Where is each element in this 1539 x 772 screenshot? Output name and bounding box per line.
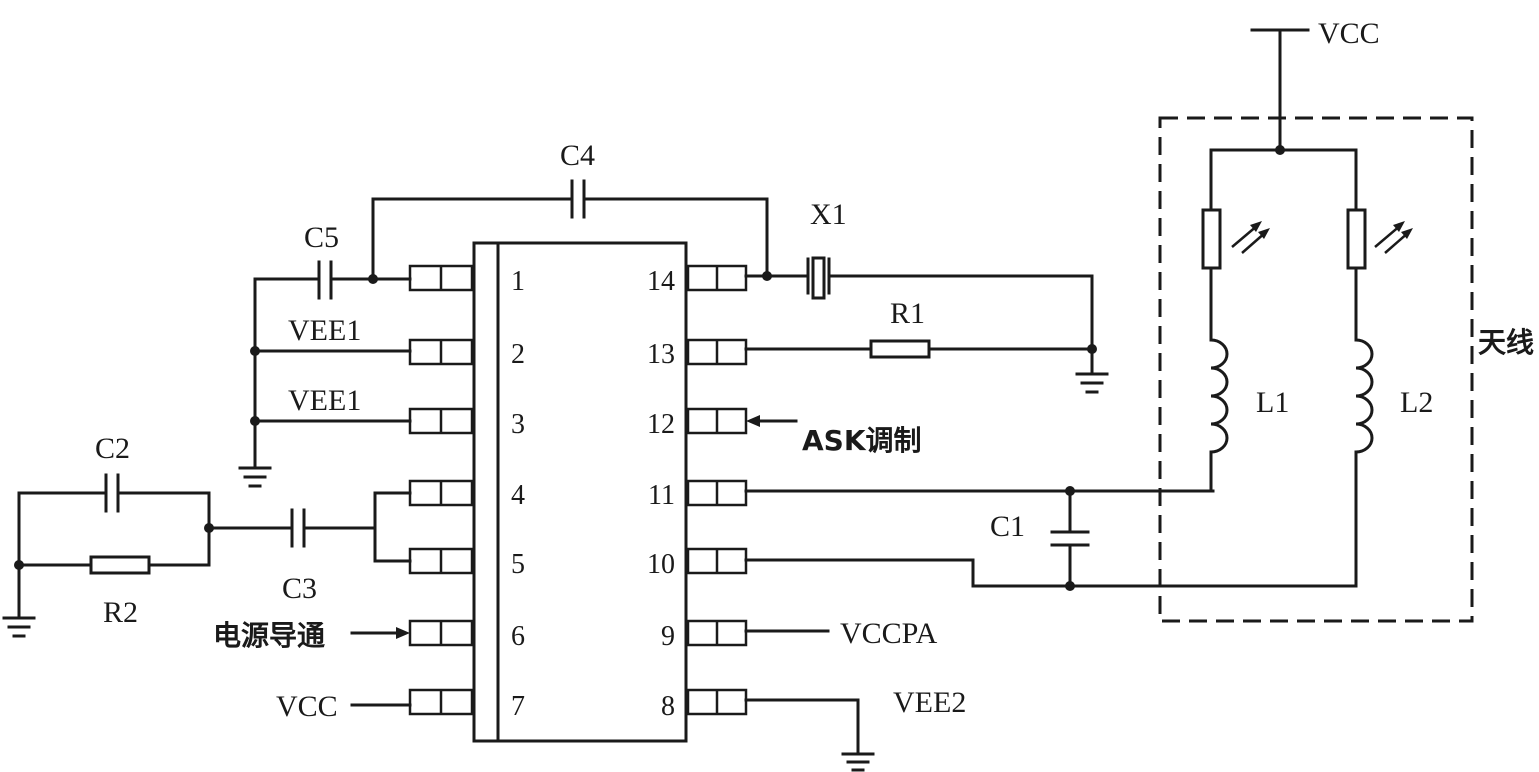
label-vee1-pin2: VEE1 xyxy=(288,314,361,347)
ground-symbol-left-vee1 xyxy=(238,466,272,488)
pin-5: 5 xyxy=(511,549,525,580)
resistor-r1 xyxy=(744,339,1097,359)
crystal-x1 xyxy=(744,256,1094,374)
capacitor-c3 xyxy=(207,508,306,548)
label-c4: C4 xyxy=(560,139,595,172)
pin-10: 10 xyxy=(647,549,675,580)
pin-numbers-right: 14 13 12 11 10 9 8 xyxy=(647,266,675,722)
label-l2: L2 xyxy=(1400,386,1433,419)
capacitor-c1 xyxy=(1050,489,1090,588)
left-pin-pads xyxy=(408,264,474,716)
label-vcc-top: VCC xyxy=(1318,17,1380,50)
pin-14: 14 xyxy=(647,266,675,297)
wire-pin8-vee2 xyxy=(744,698,860,754)
label-vee1-pin3: VEE1 xyxy=(288,384,361,417)
label-vccpa: VCCPA xyxy=(840,617,938,650)
wire-pin4-pin5 xyxy=(303,491,412,563)
label-power-on: 电源导通 xyxy=(213,619,325,652)
capacitor-c4 xyxy=(570,179,769,278)
label-antenna: 天线 xyxy=(1478,326,1534,359)
inductor-l1 xyxy=(1209,266,1229,493)
label-ask-modulation: ASK调制 xyxy=(802,424,922,457)
ground-symbol-r2 xyxy=(2,616,36,638)
ground-symbol-vee2 xyxy=(841,752,875,772)
ic-chip xyxy=(472,241,688,743)
arrow-ask xyxy=(746,415,798,427)
pin-numbers-left: 1 2 3 4 5 6 7 xyxy=(511,266,525,722)
pin-2: 2 xyxy=(511,339,525,370)
pin-1: 1 xyxy=(511,266,525,297)
label-r1: R1 xyxy=(890,297,925,330)
vcc-supply-top xyxy=(1209,28,1358,212)
label-c5: C5 xyxy=(304,221,339,254)
label-c2: C2 xyxy=(95,432,130,465)
ground-symbol-r1 xyxy=(1075,372,1109,394)
wire-antenna-feed xyxy=(744,486,1358,591)
pin-3: 3 xyxy=(511,409,525,440)
led-left xyxy=(1201,208,1270,270)
label-r2: R2 xyxy=(103,596,138,629)
inductor-l2 xyxy=(1354,266,1374,588)
pin-4: 4 xyxy=(511,480,525,511)
arrow-power-on xyxy=(350,627,410,639)
pin-11: 11 xyxy=(648,480,675,511)
pin-9: 9 xyxy=(661,621,675,652)
label-x1: X1 xyxy=(810,198,847,231)
label-c1: C1 xyxy=(990,510,1025,543)
wire-vee1-rail xyxy=(250,277,412,468)
pin-12: 12 xyxy=(647,409,675,440)
antenna-dashed-box xyxy=(1158,116,1474,623)
pin-8: 8 xyxy=(661,691,675,722)
right-pin-pads xyxy=(686,264,748,716)
rc-network-c2-r2 xyxy=(14,473,214,618)
label-vee2: VEE2 xyxy=(893,686,966,719)
label-vcc-pin7: VCC xyxy=(276,690,338,723)
led-right xyxy=(1346,208,1413,270)
pin-13: 13 xyxy=(647,339,675,370)
label-l1: L1 xyxy=(1256,386,1289,419)
label-c3: C3 xyxy=(282,572,317,605)
pin-6: 6 xyxy=(511,621,525,652)
capacitor-c5 xyxy=(253,260,342,300)
wire-pin1 xyxy=(338,197,573,284)
pin-7: 7 xyxy=(511,691,525,722)
